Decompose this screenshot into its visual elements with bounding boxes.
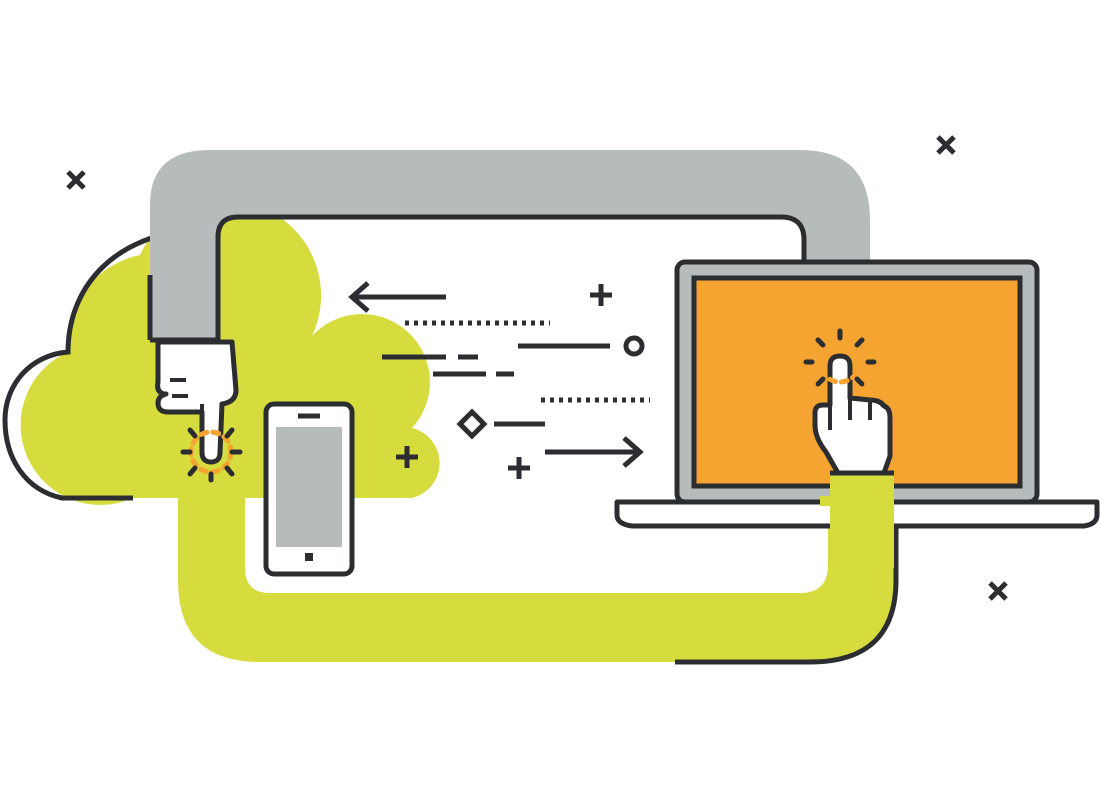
yellow-arm-sleeve [830, 473, 894, 568]
tap-ring [817, 339, 863, 385]
tap-indicator-icon [180, 427, 243, 483]
yellow-arm [178, 473, 899, 665]
transfer-lines [348, 281, 650, 468]
yellow-arm-fill [178, 473, 896, 662]
tap-ray [815, 376, 826, 387]
tap-ray [815, 337, 826, 348]
left-hand-knuckles [170, 378, 204, 412]
gray-arm-outline-inner [215, 214, 807, 340]
tap-ray [187, 465, 198, 477]
tap-ray [224, 465, 235, 477]
tap-ray [854, 376, 865, 387]
phone-home-button [305, 553, 313, 561]
tap-ray [224, 427, 235, 439]
arrow-right-icon [545, 436, 644, 468]
yellow-arm-outline [675, 473, 899, 665]
diamond-icon [456, 408, 488, 440]
tap-ray [854, 337, 865, 348]
tap-indicator-icon [803, 328, 877, 387]
plus-icon [508, 457, 530, 479]
tap-ray [187, 427, 198, 439]
plus-icons [396, 284, 612, 479]
plus-icon [396, 446, 418, 468]
circle-icon [623, 335, 645, 357]
cross-icons [66, 135, 1008, 601]
right-hand-knuckles [828, 398, 872, 430]
arrow-left-icon [348, 281, 446, 313]
gray-arm-fill [150, 150, 870, 340]
smartphone-icon [263, 401, 355, 577]
cloud-outline [2, 227, 191, 501]
cross-icon [988, 581, 1008, 601]
cross-icon [66, 170, 86, 190]
right-hand-shape [812, 353, 893, 476]
pointing-hand-icon [812, 353, 893, 476]
cross-icon [936, 135, 956, 155]
phone-screen [276, 427, 342, 547]
plus-icon [590, 284, 612, 306]
